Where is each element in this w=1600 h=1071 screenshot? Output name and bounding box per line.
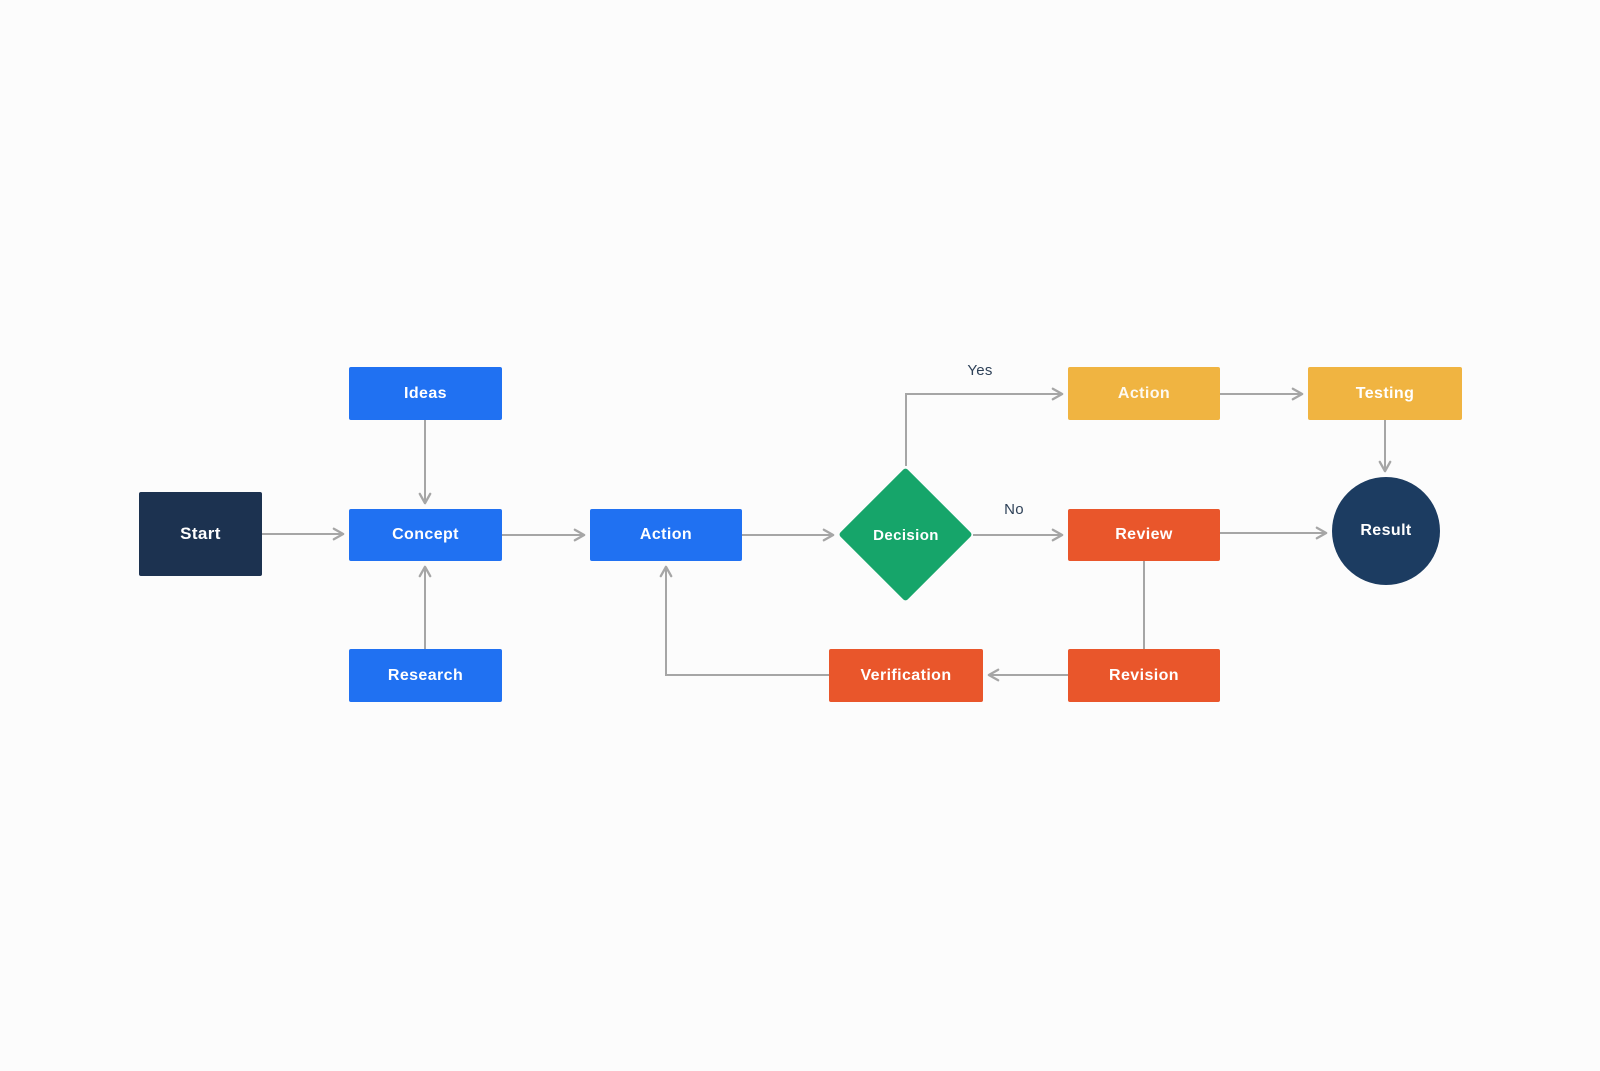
node-decision: Decision — [838, 467, 973, 602]
node-action-yes-branch: Action — [1068, 367, 1220, 420]
node-verification-label: Verification — [860, 666, 952, 684]
node-result: Result — [1332, 477, 1440, 585]
node-start-label: Start — [180, 524, 221, 543]
node-verification: Verification — [829, 649, 983, 702]
connector-verification-action — [659, 565, 829, 676]
node-action: Action — [590, 509, 742, 561]
node-concept-label: Concept — [392, 526, 459, 543]
node-ideas: Ideas — [349, 367, 502, 420]
node-start: Start — [139, 492, 262, 576]
edge-label-yes: Yes — [967, 362, 993, 379]
node-testing: Testing — [1308, 367, 1462, 420]
node-action-yes-label: Action — [1117, 384, 1171, 402]
node-action-label: Action — [639, 526, 693, 543]
edge-label-no: No — [1004, 501, 1024, 518]
node-result-label: Result — [1360, 522, 1412, 539]
connector-decision-action-yes — [905, 387, 1064, 466]
node-ideas-label: Ideas — [404, 384, 447, 402]
node-concept: Concept — [349, 509, 502, 561]
node-testing-label: Testing — [1355, 384, 1415, 402]
node-review: Review — [1068, 509, 1220, 561]
node-revision-label: Revision — [1109, 666, 1179, 684]
node-decision-label: Decision — [873, 526, 939, 544]
node-revision: Revision — [1068, 649, 1220, 702]
node-research-label: Research — [387, 666, 464, 684]
node-review-label: Review — [1115, 526, 1173, 543]
node-research: Research — [349, 649, 502, 702]
